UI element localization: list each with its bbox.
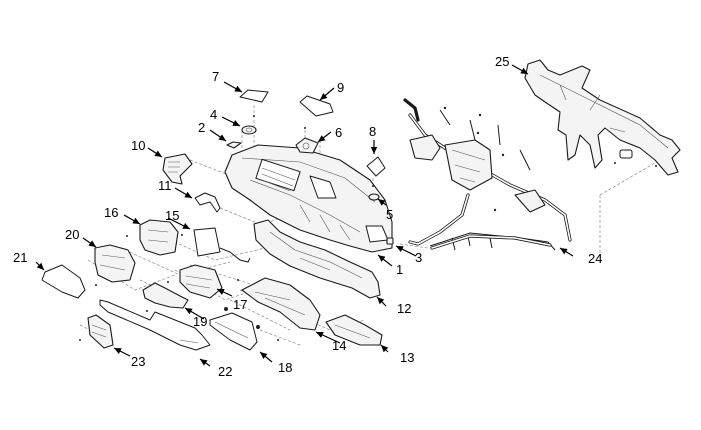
part-12-center-lower-panel <box>253 219 381 299</box>
part-4-speaker <box>241 125 257 135</box>
part-6-side-speaker <box>295 137 319 154</box>
callout-25: 25 <box>495 54 509 69</box>
callout-11: 11 <box>158 178 172 193</box>
callout-18: 18 <box>278 360 292 375</box>
callout-labels: 7 9 4 2 6 8 10 11 5 16 15 20 3 21 1 24 1… <box>13 54 602 379</box>
arrowhead <box>154 150 162 157</box>
arrowhead <box>318 135 326 142</box>
arrowhead <box>370 147 378 154</box>
part-10-side-air-vent <box>162 153 193 185</box>
part-3-knob <box>386 237 394 245</box>
callout-arrowheads <box>36 67 568 366</box>
callout-19: 19 <box>193 314 207 329</box>
part-21-cluster-lens <box>41 264 86 299</box>
part-24-wiring-harness <box>403 98 572 251</box>
part-25-cowl-cross-bar <box>524 59 681 176</box>
part-23-switch-panel <box>87 314 114 349</box>
arrowhead <box>185 308 193 315</box>
part-9-airbag-cover <box>299 95 334 117</box>
callout-7: 7 <box>212 69 219 84</box>
arrowhead <box>560 248 568 255</box>
arrowhead <box>260 352 268 359</box>
callout-3: 3 <box>415 250 422 265</box>
callout-2: 2 <box>198 120 205 135</box>
part-1-crash-pad <box>224 144 393 253</box>
arrowhead <box>378 255 386 262</box>
arrowhead <box>381 345 389 353</box>
arrowhead <box>396 246 404 252</box>
arrowhead <box>520 67 528 74</box>
callout-21: 21 <box>13 250 27 265</box>
callout-15: 15 <box>165 208 179 223</box>
part-20-cluster-housing <box>94 244 136 283</box>
arrowhead <box>36 262 44 270</box>
part-13-lower-cover <box>325 314 383 346</box>
arrowhead <box>184 191 192 198</box>
part-18-glove-box <box>209 307 260 351</box>
part-2-small-cover <box>226 141 242 149</box>
callout-1: 1 <box>396 262 403 277</box>
callout-4: 4 <box>210 107 217 122</box>
callout-10: 10 <box>131 138 145 153</box>
arrowhead <box>132 217 140 224</box>
callout-22: 22 <box>218 364 232 379</box>
part-8-sensor-cover <box>366 156 386 177</box>
callout-14: 14 <box>332 338 346 353</box>
callout-5: 5 <box>386 207 393 222</box>
callout-9: 9 <box>337 80 344 95</box>
callout-20: 20 <box>65 227 79 242</box>
callout-12: 12 <box>397 301 411 316</box>
arrowhead <box>232 120 240 126</box>
part-17-airbag-module <box>179 264 223 299</box>
fasteners <box>79 115 374 341</box>
part-11-cluster-bracket <box>194 192 221 213</box>
callout-17: 17 <box>233 297 247 312</box>
callout-8: 8 <box>369 124 376 139</box>
part-7-speaker-grille <box>239 89 269 103</box>
part-19-air-duct <box>142 282 189 309</box>
arrowhead <box>200 359 208 366</box>
part-22-garnish-trim <box>99 299 211 351</box>
part-14-lower-crash-pad <box>241 277 321 331</box>
arrowhead <box>378 199 386 206</box>
arrowhead <box>377 297 385 305</box>
arrowhead <box>88 240 96 247</box>
arrowhead <box>316 332 324 338</box>
callout-13: 13 <box>400 350 414 365</box>
arrowhead <box>217 289 225 295</box>
part-15-knee-airbag <box>193 227 251 263</box>
callout-16: 16 <box>104 205 118 220</box>
part-16-instrument-cluster <box>139 219 179 256</box>
callout-6: 6 <box>335 125 342 140</box>
arrowhead <box>320 93 328 100</box>
part-5-sensor <box>368 193 380 201</box>
callout-24: 24 <box>588 251 602 266</box>
arrowhead <box>218 134 226 141</box>
arrowhead <box>182 223 190 229</box>
arrowhead <box>234 85 242 92</box>
arrowhead <box>114 348 122 354</box>
callout-23: 23 <box>131 354 145 369</box>
